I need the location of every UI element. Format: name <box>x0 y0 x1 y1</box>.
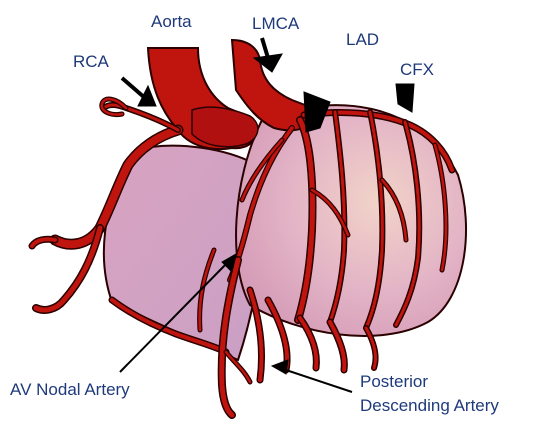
aorta-label: Aorta <box>151 12 192 32</box>
av-nodal-artery-label: AV Nodal Artery <box>10 380 130 400</box>
posterior-label-line2: Descending Artery <box>360 396 499 416</box>
lad-label: LAD <box>346 30 379 50</box>
rca-label: RCA <box>73 52 109 72</box>
posterior-label-line1: Posterior <box>360 372 428 392</box>
lmca-label: LMCA <box>252 14 299 34</box>
cfx-label: CFX <box>400 60 434 80</box>
